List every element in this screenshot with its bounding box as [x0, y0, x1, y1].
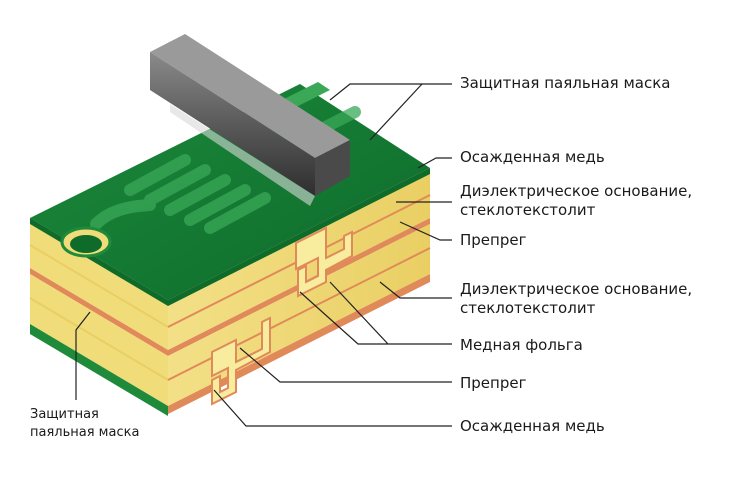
blade-end	[315, 140, 350, 196]
leader-mask-top-1	[329, 83, 452, 101]
label-prepreg-1: Препрег	[460, 231, 527, 249]
squeegee-blade	[150, 34, 350, 206]
left-face	[29, 218, 169, 416]
label-dielectric-1-line2: стеклотекстолит	[460, 201, 596, 219]
left-prepreg	[30, 268, 168, 356]
leader-prepreg-2	[239, 347, 452, 383]
label-dielectric-1-line1: Диэлектрическое основание,	[460, 182, 693, 200]
label-copper-foil: Медная фольга	[460, 336, 583, 354]
label-plated-copper-top: Осажденная медь	[460, 148, 605, 166]
blade-top	[150, 34, 350, 158]
blade-side	[150, 52, 315, 196]
label-solder-mask-left-line2: паяльная маска	[30, 425, 140, 440]
label-solder-mask-top: Защитная паяльная маска	[460, 74, 671, 92]
leader-copper-foil-2	[329, 281, 389, 345]
label-dielectric-2-line1: Диэлектрическое основание,	[460, 280, 693, 298]
left-bottom-mask	[30, 324, 168, 416]
front-face	[167, 168, 431, 414]
left-copper-foil-2	[29, 297, 169, 381]
leader-dielectric-2	[379, 281, 452, 299]
top-mask-edge-front	[168, 168, 430, 306]
left-dielectric-top	[30, 218, 168, 350]
label-prepreg-2: Препрег	[460, 374, 527, 392]
leader-mask-top-2	[369, 83, 423, 141]
leader-plated-bottom	[213, 389, 452, 427]
plated-hole-inner	[70, 235, 102, 253]
label-dielectric-2-line2: стеклотекстолит	[460, 299, 596, 317]
leader-copper-foil-1	[299, 291, 452, 345]
via-lower	[211, 316, 271, 406]
blade-shadow	[170, 104, 315, 206]
via-upper	[295, 226, 353, 298]
label-plated-copper-bottom: Осажденная медь	[460, 417, 605, 435]
label-solder-mask-left-line1: Защитная	[30, 407, 99, 422]
leader-prepreg-1	[399, 221, 452, 241]
leader-plated-top	[417, 157, 452, 169]
copper-pad	[282, 82, 330, 108]
leader-lines	[75, 83, 452, 427]
leader-mask-left	[75, 311, 91, 400]
left-copper-foil-1	[29, 244, 169, 328]
